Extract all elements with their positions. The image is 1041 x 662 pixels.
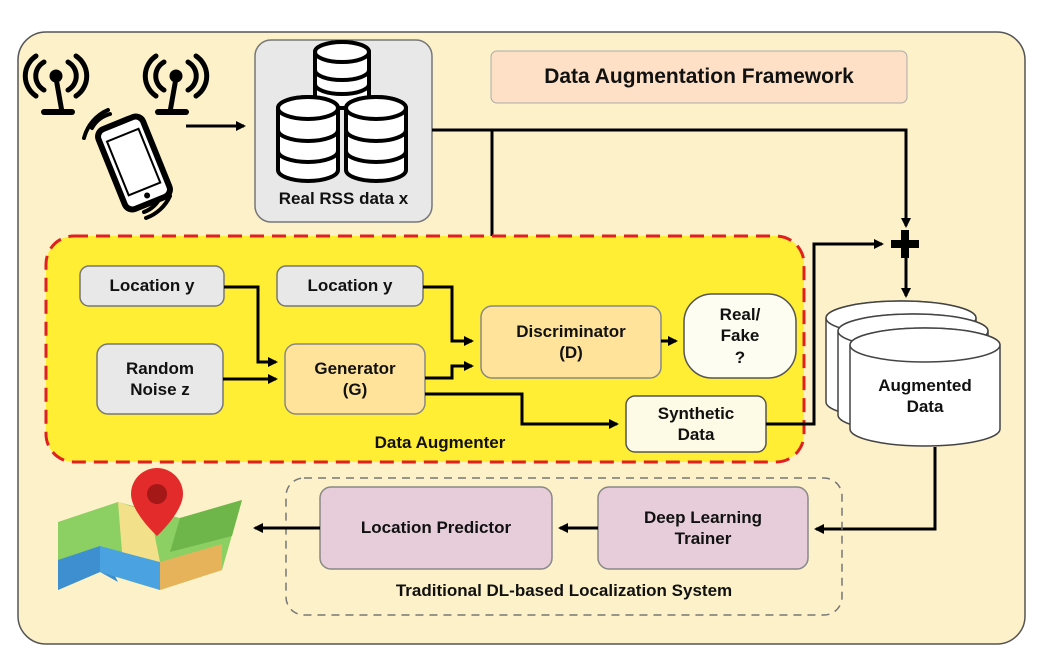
location-y-label-1: Location y <box>109 276 195 296</box>
location-y-label-2: Location y <box>307 276 393 296</box>
localization-system-label: Traditional DL-based Localization System <box>395 581 733 601</box>
arrow-generator-to-discriminator <box>425 361 474 380</box>
combine-icon <box>891 230 919 258</box>
real-rss-database <box>254 39 433 223</box>
arrow-generator-to-synthetic <box>425 392 619 429</box>
arrow-location-to-generator <box>224 285 278 367</box>
data-augmenter-label: Data Augmenter <box>374 433 506 453</box>
arrow-augmented-to-trainer <box>814 447 937 534</box>
dl-trainer-label: Deep Learning Trainer <box>643 507 763 548</box>
database-icon <box>276 40 408 183</box>
real-rss-label: Real RSS data x <box>278 189 409 209</box>
localization-system-region <box>285 477 843 616</box>
real-fake-label: Real/ Fake ? <box>719 305 761 367</box>
augmented-data-store <box>825 300 1001 447</box>
generator-label: Generator (G) <box>314 358 396 399</box>
synthetic-data-label: Synthetic Data <box>657 403 735 444</box>
random-noise-label: Random Noise z <box>126 358 194 399</box>
arrow-real-to-combiner <box>432 128 911 228</box>
antenna-icon <box>142 53 210 115</box>
arrow-location-to-discriminator <box>423 285 474 346</box>
discriminator-label: Discriminator (D) <box>516 321 626 362</box>
augmented-data-label: Augmented Data <box>878 375 972 416</box>
map-pin-icon <box>58 468 242 590</box>
arrow-synthetic-to-combiner <box>766 239 884 426</box>
real-fake-node <box>683 293 797 379</box>
antenna-icon <box>22 53 90 115</box>
title-box <box>490 50 908 104</box>
framework-title: Data Augmentation Framework <box>544 64 854 88</box>
smartphone-icon <box>82 108 173 220</box>
location-predictor-label: Location Predictor <box>360 518 512 538</box>
data-augmenter-region <box>44 234 806 464</box>
